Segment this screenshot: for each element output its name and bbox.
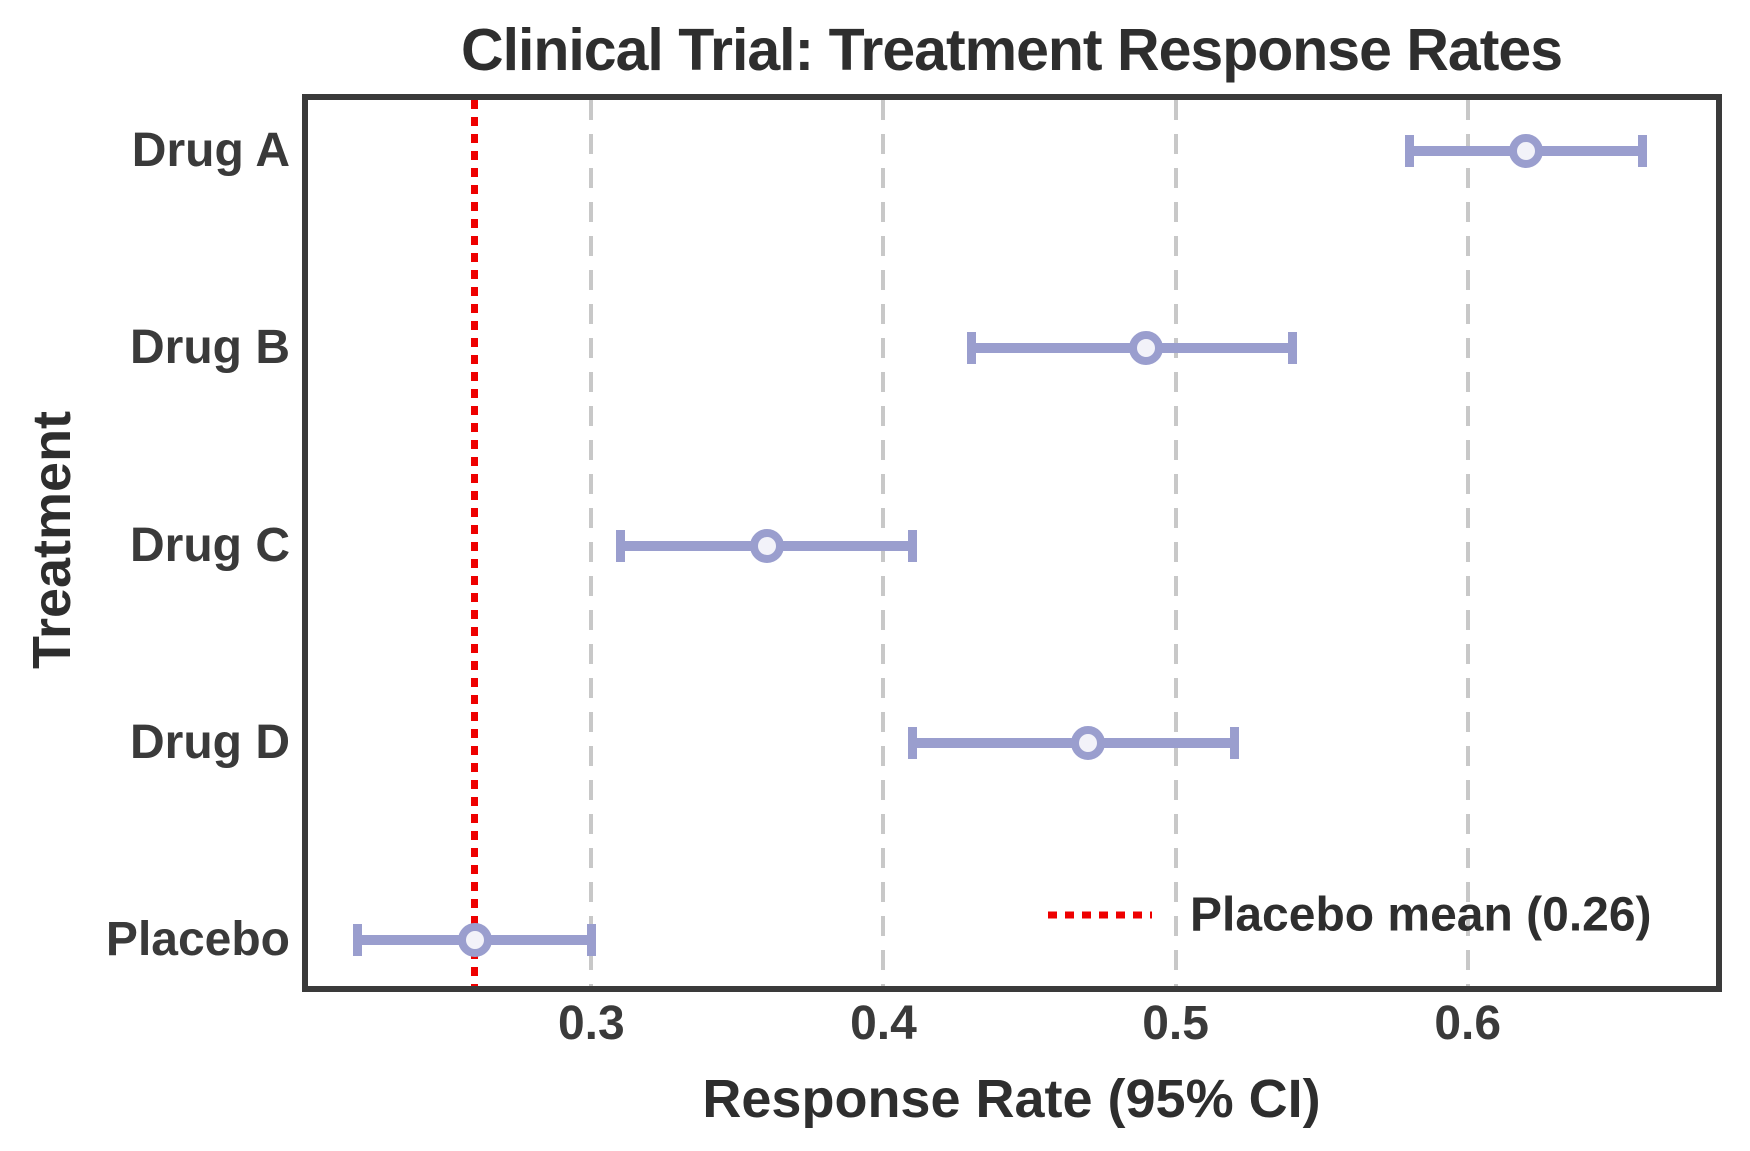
errorbar-cap-low-drug-b: [966, 332, 976, 365]
x-tick-label: 0.3: [557, 997, 625, 1050]
errorbar-cap-low-drug-a: [1404, 135, 1414, 167]
gridline-x-0.6: [1465, 100, 1470, 986]
errorbar-cap-high-drug-b: [1287, 332, 1297, 365]
errorbar-cap-high-placebo: [586, 924, 596, 956]
data-point-marker-drug-c: [749, 528, 784, 563]
plot-area: Placebo mean (0.26): [302, 94, 1722, 992]
x-tick-label: 0.5: [1142, 997, 1209, 1050]
data-point-marker-drug-a: [1509, 134, 1544, 168]
y-tick-label-placebo: Placebo: [105, 913, 290, 966]
errorbar-cap-low-placebo: [353, 924, 363, 956]
errorbar-cap-low-drug-d: [908, 726, 918, 759]
errorbar-cap-high-drug-d: [1229, 726, 1239, 759]
y-tick-label-drug-b: Drug B: [130, 321, 290, 375]
gridline-x-0.3: [589, 100, 594, 986]
errorbar-cap-high-drug-c: [908, 529, 918, 562]
y-tick-label-drug-c: Drug C: [130, 518, 290, 572]
errorbar-cap-low-drug-c: [616, 529, 626, 562]
x-tick-label: 0.4: [850, 997, 917, 1050]
legend-dotted-line-sample: [1048, 911, 1152, 919]
data-point-marker-drug-d: [1070, 725, 1105, 760]
legend: Placebo mean (0.26): [1048, 888, 1652, 943]
chart-title: Clinical Trial: Treatment Response Rates: [460, 17, 1563, 83]
x-axis-title: Response Rate (95% CI): [702, 1069, 1321, 1129]
y-tick-label-drug-d: Drug D: [130, 715, 290, 769]
legend-label: Placebo mean (0.26): [1190, 888, 1652, 942]
data-point-marker-drug-b: [1129, 331, 1164, 366]
gridline-x-0.5: [1173, 100, 1178, 986]
data-point-marker-placebo: [457, 923, 492, 957]
placebo-mean-reference-line: [471, 100, 478, 986]
x-tick-label: 0.6: [1434, 997, 1502, 1050]
errorbar-cap-high-drug-a: [1638, 135, 1648, 167]
y-tick-label-drug-a: Drug A: [131, 124, 290, 177]
